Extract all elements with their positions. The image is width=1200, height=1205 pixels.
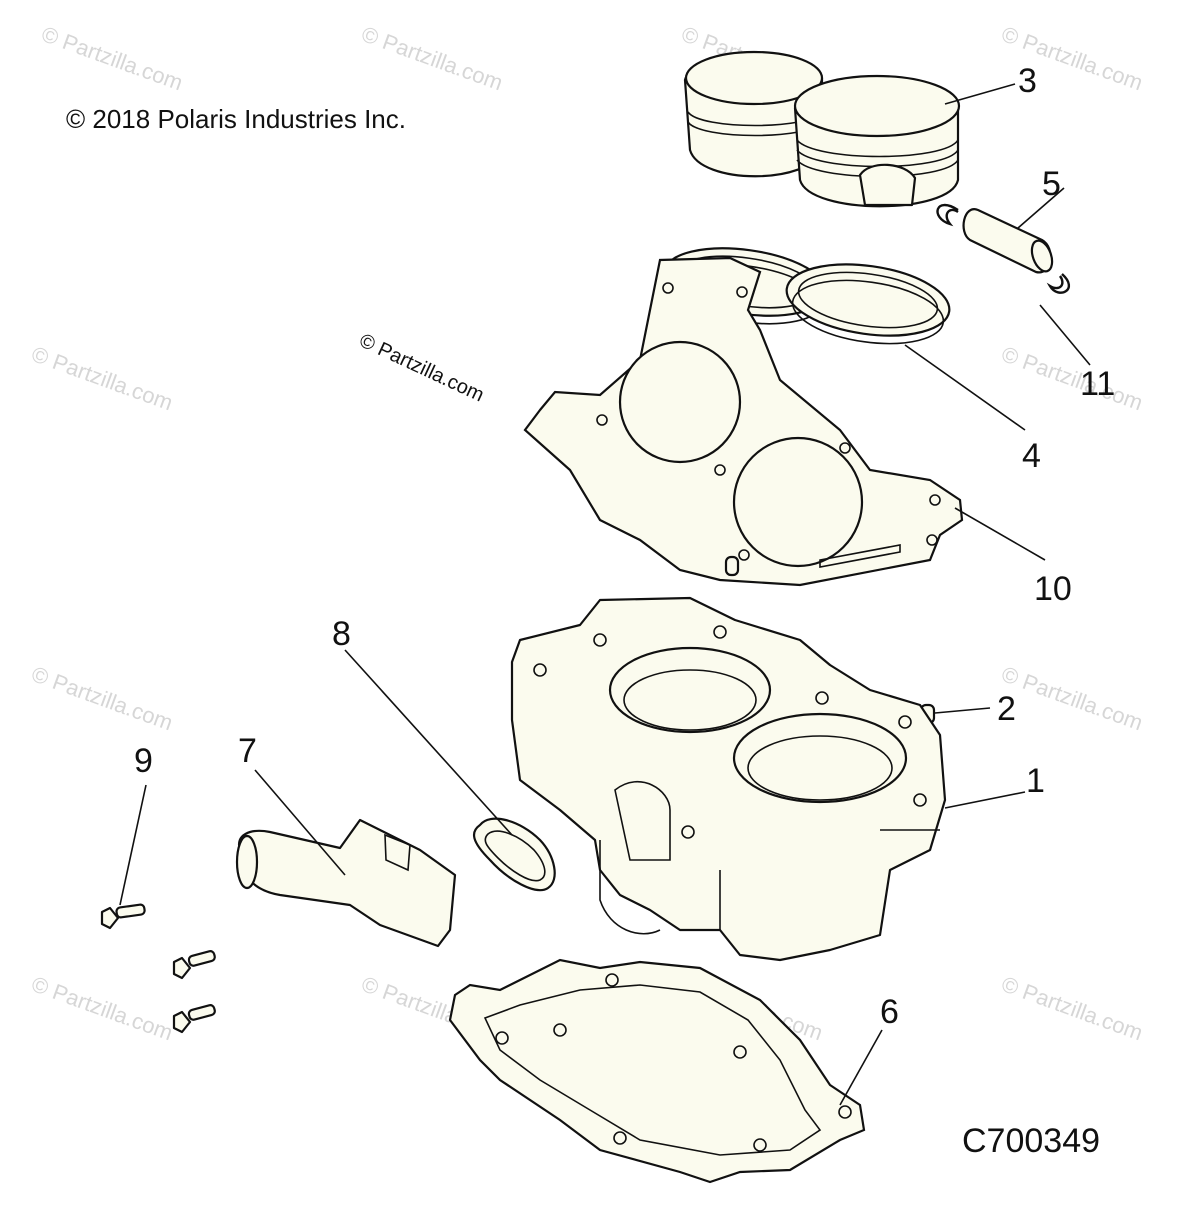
leader-lines (119, 83, 1091, 1106)
leader-line-7 (254, 769, 346, 876)
leader-line-10 (954, 507, 1046, 561)
bolt-part[interactable] (100, 903, 216, 1034)
leader-line-1 (944, 791, 1026, 809)
watermark: © Partzilla.com (998, 661, 1146, 735)
leader-line-11 (1039, 304, 1091, 366)
callout-3: 3 (1018, 62, 1037, 100)
watermark: © Partzilla.com (28, 661, 176, 735)
leader-line-4 (904, 344, 1026, 431)
drawing-id: C700349 (962, 1122, 1100, 1160)
callout-10: 10 (1034, 570, 1072, 608)
callout-8: 8 (332, 615, 351, 653)
callout-4: 4 (1022, 437, 1041, 475)
callout-7: 7 (238, 732, 257, 770)
head-gasket-part[interactable] (523, 256, 964, 587)
outlet-seal-part[interactable] (472, 817, 556, 892)
callout-2: 2 (997, 690, 1016, 728)
watermark: © Partzilla.com (28, 341, 176, 415)
watermark-main: © Partzilla.com (356, 330, 487, 407)
coolant-outlet-part[interactable] (235, 818, 457, 948)
watermark: © Partzilla.com (28, 971, 176, 1045)
leader-line-8 (344, 649, 513, 836)
watermark-grid: © Partzilla.com © Partzilla.com © Partzi… (28, 21, 1146, 1045)
callout-labels: 3 5 11 4 10 2 1 8 7 9 6 (134, 62, 1115, 1031)
leader-line-6 (839, 1029, 883, 1106)
cylinder-block-part[interactable] (510, 596, 947, 962)
watermark: © Partzilla.com (998, 341, 1146, 415)
watermark: © Partzilla.com (358, 21, 506, 95)
piston-part[interactable] (683, 50, 961, 208)
leader-line-2 (934, 707, 991, 714)
leader-line-3 (944, 83, 1016, 105)
leader-line-9 (119, 784, 147, 906)
piston-pin-part[interactable] (962, 208, 1056, 274)
leader-line-5 (1017, 187, 1065, 229)
copyright-text: © 2018 Polaris Industries Inc. (66, 104, 406, 134)
callout-11: 11 (1080, 365, 1115, 403)
watermark: © Partzilla.com (38, 21, 186, 95)
callout-1: 1 (1026, 762, 1045, 800)
base-gasket-part[interactable] (448, 958, 866, 1184)
callout-6: 6 (880, 993, 899, 1031)
circlip-part[interactable] (936, 203, 1070, 294)
callout-9: 9 (134, 742, 153, 780)
callout-5: 5 (1042, 165, 1061, 203)
watermark: © Partzilla.com (998, 971, 1146, 1045)
